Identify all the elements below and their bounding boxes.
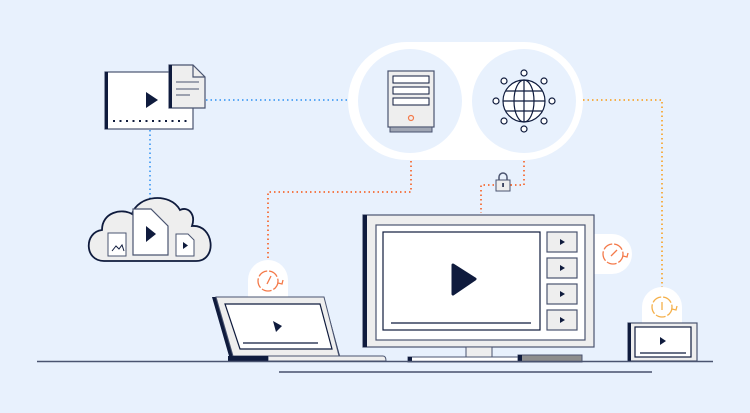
lock-icon xyxy=(495,172,511,192)
play-icon xyxy=(146,226,156,242)
globe-network-icon xyxy=(492,69,556,133)
phone-landscape xyxy=(627,322,698,362)
speed-gauge-icon xyxy=(642,287,682,323)
play-icon xyxy=(146,92,158,108)
document-icon xyxy=(168,64,206,109)
play-icon xyxy=(560,239,565,245)
play-icon xyxy=(451,263,477,296)
play-icon xyxy=(560,291,565,297)
play-icon xyxy=(273,321,282,332)
speed-gauge-icon xyxy=(248,260,288,297)
play-icon xyxy=(660,337,666,345)
play-icon xyxy=(560,265,565,271)
laptop xyxy=(212,296,387,362)
cloud-storage-icon xyxy=(87,197,212,262)
server-icon xyxy=(387,70,435,133)
desktop-monitor xyxy=(362,214,595,363)
speed-gauge-icon xyxy=(594,234,632,274)
play-icon xyxy=(560,317,565,323)
